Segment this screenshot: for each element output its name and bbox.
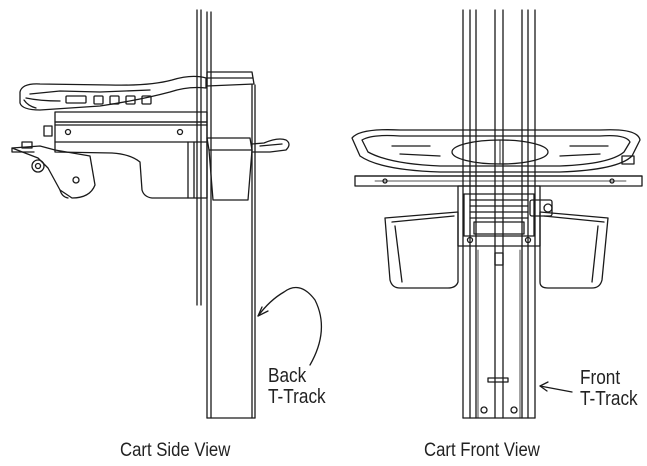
front-view-mount (457, 185, 553, 247)
front-view-work-surface (351, 129, 643, 187)
side-view-pivot-arm (11, 141, 96, 199)
side-view-caption: Cart Side View (120, 440, 231, 461)
side-view-bracket (43, 111, 208, 199)
side-view-cart (11, 9, 290, 419)
back-track-arrow (257, 286, 323, 366)
front-view-cart (351, 9, 643, 419)
side-view-pole (196, 9, 256, 419)
front-track-label: Front T-Track (580, 368, 638, 410)
front-view-right-bin (539, 211, 609, 289)
back-track-label: Back T-Track (268, 366, 326, 408)
back-track-label-line2: T-Track (268, 386, 326, 408)
front-view-left-bin (384, 211, 459, 289)
back-track-label-line1: Back (268, 365, 307, 387)
front-view-column (462, 9, 536, 419)
side-view-column-head (206, 71, 255, 87)
front-track-label-line2: T-Track (580, 388, 638, 410)
front-track-arrow (539, 381, 573, 393)
side-view-work-surface (19, 75, 207, 111)
side-view-bin (206, 137, 290, 201)
front-track-label-line1: Front (580, 367, 621, 389)
front-view-caption: Cart Front View (424, 440, 540, 461)
